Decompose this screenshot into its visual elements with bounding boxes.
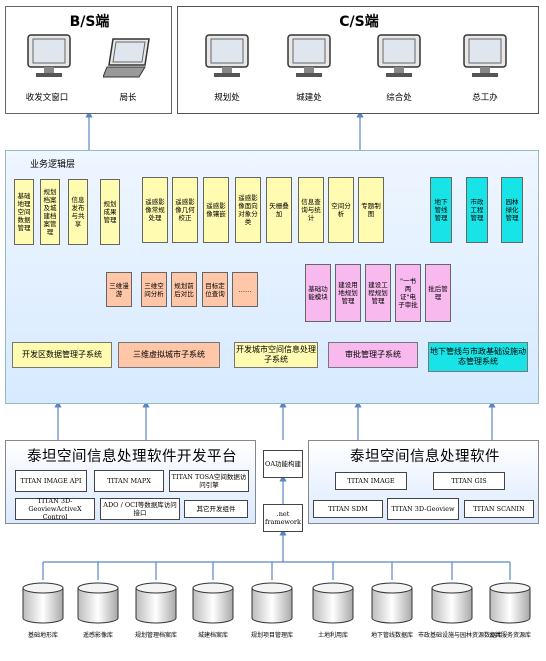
box-other-components: 其它开发组件	[184, 500, 248, 518]
module-info-publish: 信息发布与共享	[68, 179, 88, 245]
box-titan-3d-activex: TITAN 3D-GeoviewActiveX Control	[15, 497, 95, 521]
module-target-locate: 目标定位查询	[202, 272, 228, 307]
laptop-icon	[103, 37, 153, 81]
module-municipal: 市政工程管理	[466, 177, 488, 243]
database-cylinder-icon	[489, 582, 531, 624]
module-3d-roam: 三维漫游	[106, 272, 132, 307]
database-item: 土地利用库	[305, 580, 361, 652]
module-overlay: 矢栅叠加	[266, 177, 292, 243]
bs-title: B/S端	[69, 14, 110, 30]
database-cylinder-icon	[22, 582, 64, 624]
database-label: 公共服务资源库	[488, 632, 531, 639]
monitor-icon	[202, 33, 252, 81]
bs-client-label-2: 局长	[119, 93, 137, 103]
module-rs-mosaic: 遥感影像镶嵌	[203, 177, 229, 243]
database-cylinder-icon	[371, 582, 413, 624]
module-basic-geo-data: 基础地理空间数据管理	[14, 179, 34, 245]
box-titan-scanin: TITAN SCANIN	[464, 500, 534, 518]
database-item: 城建档案库	[185, 580, 241, 652]
box-titan-3d-geoview: TITAN 3D-Geoview	[387, 498, 459, 520]
box-titan-sdm: TITAN SDM	[313, 500, 383, 518]
cs-title: C/S端	[339, 14, 379, 30]
box-net-framework: .net framework	[263, 504, 303, 532]
database-label: 基础地形库	[27, 632, 58, 639]
box-titan-mapx: TITAN MAPX	[94, 470, 164, 492]
database-label: 地下管线数据库	[370, 632, 413, 639]
module-basic-func: 基础功能模块	[305, 264, 331, 322]
database-label: 土地利用库	[317, 632, 348, 639]
cs-client-label-1: 规划处	[214, 93, 240, 103]
module-e-approval: "一书两证"电子审批	[395, 264, 421, 322]
box-titan-tosa: TITAN TOSA空间数据访问引擎	[169, 470, 249, 492]
module-rs-routine: 遥感影像常规处理	[142, 177, 168, 243]
module-archive-mgmt: 规划档案及城建档案管理	[40, 179, 60, 245]
module-3d-analysis: 三维空间分析	[141, 272, 167, 307]
database-cylinder-icon	[135, 582, 177, 624]
subsystem-devzone-data: 开发区数据管理子系统	[12, 342, 112, 368]
database-label: 遥感影像库	[82, 632, 113, 639]
subsystem-approval: 审批管理子系统	[328, 342, 418, 368]
subsystem-pipeline-infra: 地下管线与市政基础设施动态管理系统	[428, 342, 528, 372]
database-item: 基础地形库	[15, 580, 71, 652]
bs-client-label-1: 收发文窗口	[25, 93, 69, 103]
module-plan-compare: 规划前后对比	[171, 272, 197, 307]
database-item: 规划项目管理库	[244, 580, 300, 652]
monitor-icon	[374, 33, 424, 81]
database-item: 规划管理档案库	[128, 580, 184, 652]
box-titan-image-api: TITAN IMAGE API	[15, 470, 87, 492]
module-greening: 园林绿化管理	[501, 177, 523, 243]
monitor-icon	[24, 33, 74, 81]
database-cylinder-icon	[312, 582, 354, 624]
module-rs-geo-correct: 遥感影像几何校正	[172, 177, 198, 243]
module-spatial-analysis: 空间分析	[328, 177, 354, 243]
module-eng-plan: 建设工程规划管理	[365, 264, 391, 322]
database-cylinder-icon	[77, 582, 119, 624]
database-cylinder-icon	[431, 582, 473, 624]
module-thematic-map: 专题制图	[358, 177, 384, 243]
module-pipeline: 地下管线管理	[430, 177, 452, 243]
database-label: 城建档案库	[197, 632, 228, 639]
module-land-plan: 建设用地规划管理	[335, 264, 361, 322]
cs-client-label-3: 综合处	[386, 93, 412, 103]
box-titan-image: TITAN IMAGE	[335, 472, 407, 490]
cs-panel: C/S端 规划处 城建处 综合处 总工办	[177, 6, 539, 114]
left-platform-title: 泰坦空间信息处理软件开发平台	[27, 449, 237, 465]
bs-panel: B/S端 收发文窗口 局长	[5, 6, 172, 114]
subsystem-spatial-info: 开发城市空间信息处理子系统	[234, 342, 318, 368]
module-more: ……	[232, 272, 258, 307]
cs-client-label-4: 总工办	[472, 93, 498, 103]
right-platform-title: 泰坦空间信息处理软件	[350, 449, 500, 465]
monitor-icon	[284, 33, 334, 81]
database-cylinder-icon	[192, 582, 234, 624]
database-item: 市政基础设施与园林资源数据库	[418, 580, 502, 652]
module-plan-result: 规划成果管理	[100, 179, 120, 245]
module-post-approval: 批后管理	[425, 264, 451, 322]
module-query-stats: 信息查询与统计	[298, 177, 324, 243]
database-item: 地下管线数据库	[364, 580, 420, 652]
database-item: 遥感影像库	[70, 580, 126, 652]
database-item: 公共服务资源库	[482, 580, 538, 652]
business-layer-title: 业务逻辑层	[30, 160, 76, 170]
box-oa: OA功能构建	[263, 450, 303, 478]
monitor-icon	[460, 33, 510, 81]
subsystem-3d-city: 三维虚拟城市子系统	[118, 342, 220, 368]
box-titan-gis: TITAN GIS	[433, 472, 505, 490]
database-cylinder-icon	[251, 582, 293, 624]
database-label: 规划管理档案库	[134, 632, 177, 639]
database-label: 规划项目管理库	[250, 632, 293, 639]
box-ado-oci: ADO / OCI等数据库访问接口	[100, 498, 180, 520]
module-rs-oo-classify: 遥感影像面向对象分类	[235, 177, 261, 243]
database-label: 市政基础设施与园林资源数据库	[418, 632, 503, 639]
cs-client-label-2: 城建处	[296, 93, 322, 103]
